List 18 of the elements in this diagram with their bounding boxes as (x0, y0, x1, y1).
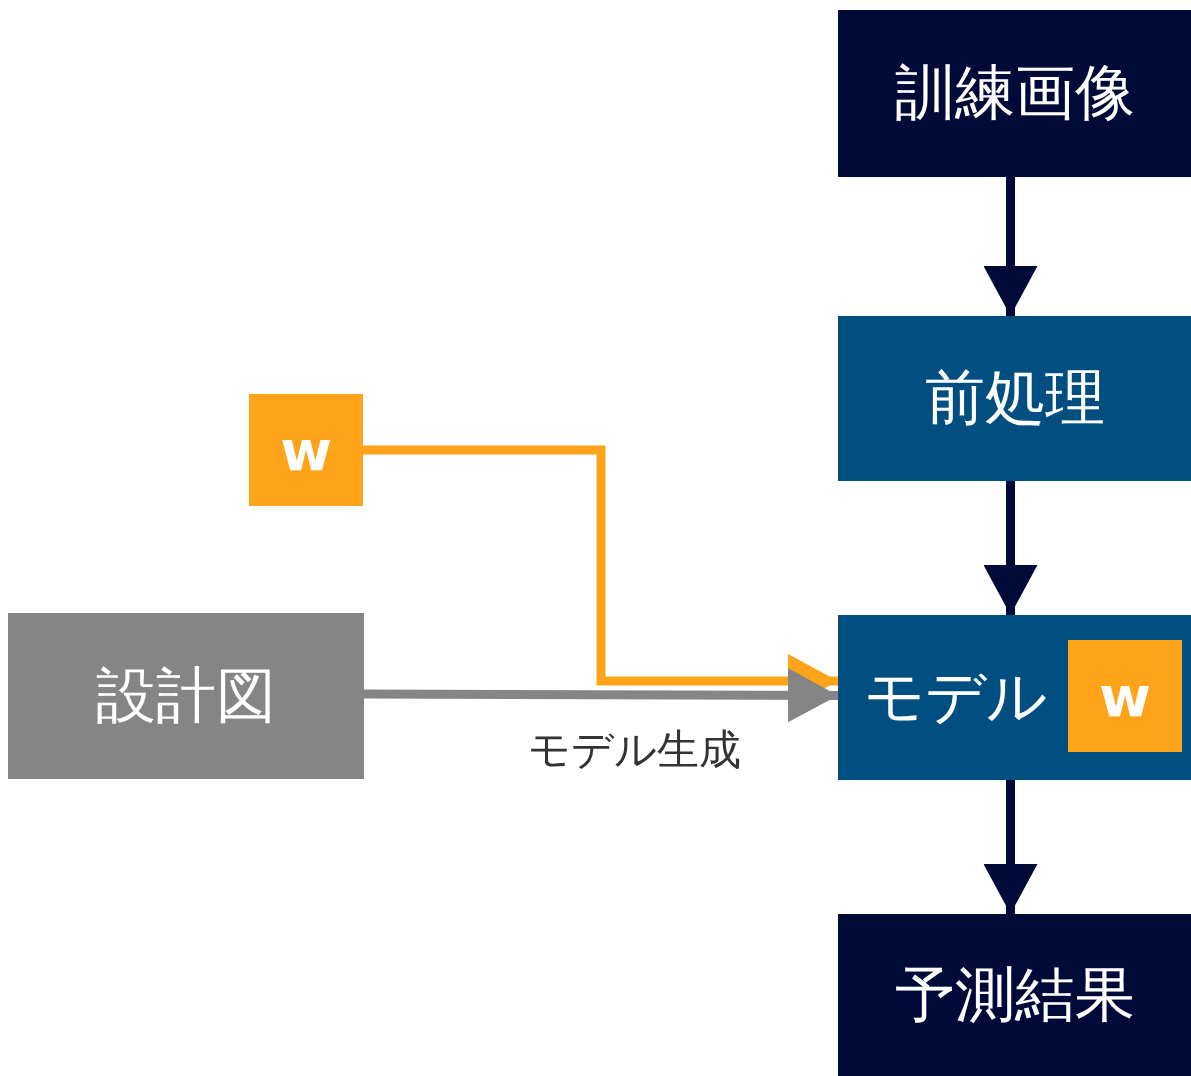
weight-label: w (280, 417, 332, 483)
box-label: 前処理 (924, 361, 1105, 434)
model-box (838, 615, 1191, 780)
arrow (983, 177, 1038, 316)
input-box (8, 613, 364, 779)
arrow (983, 481, 1038, 615)
arrow (364, 668, 838, 723)
process-box (838, 10, 1191, 177)
output-box (838, 914, 1191, 1076)
process-box (838, 316, 1191, 481)
box-label: 設計図 (96, 658, 276, 732)
arrow (983, 780, 1038, 914)
weight-box (249, 394, 363, 506)
box-label: 予測結果 (894, 957, 1135, 1031)
box-label: 訓練画像 (894, 56, 1135, 129)
weight-label: w (1099, 663, 1151, 729)
weight-box (1068, 640, 1182, 752)
box-label: モデル (864, 660, 1047, 733)
